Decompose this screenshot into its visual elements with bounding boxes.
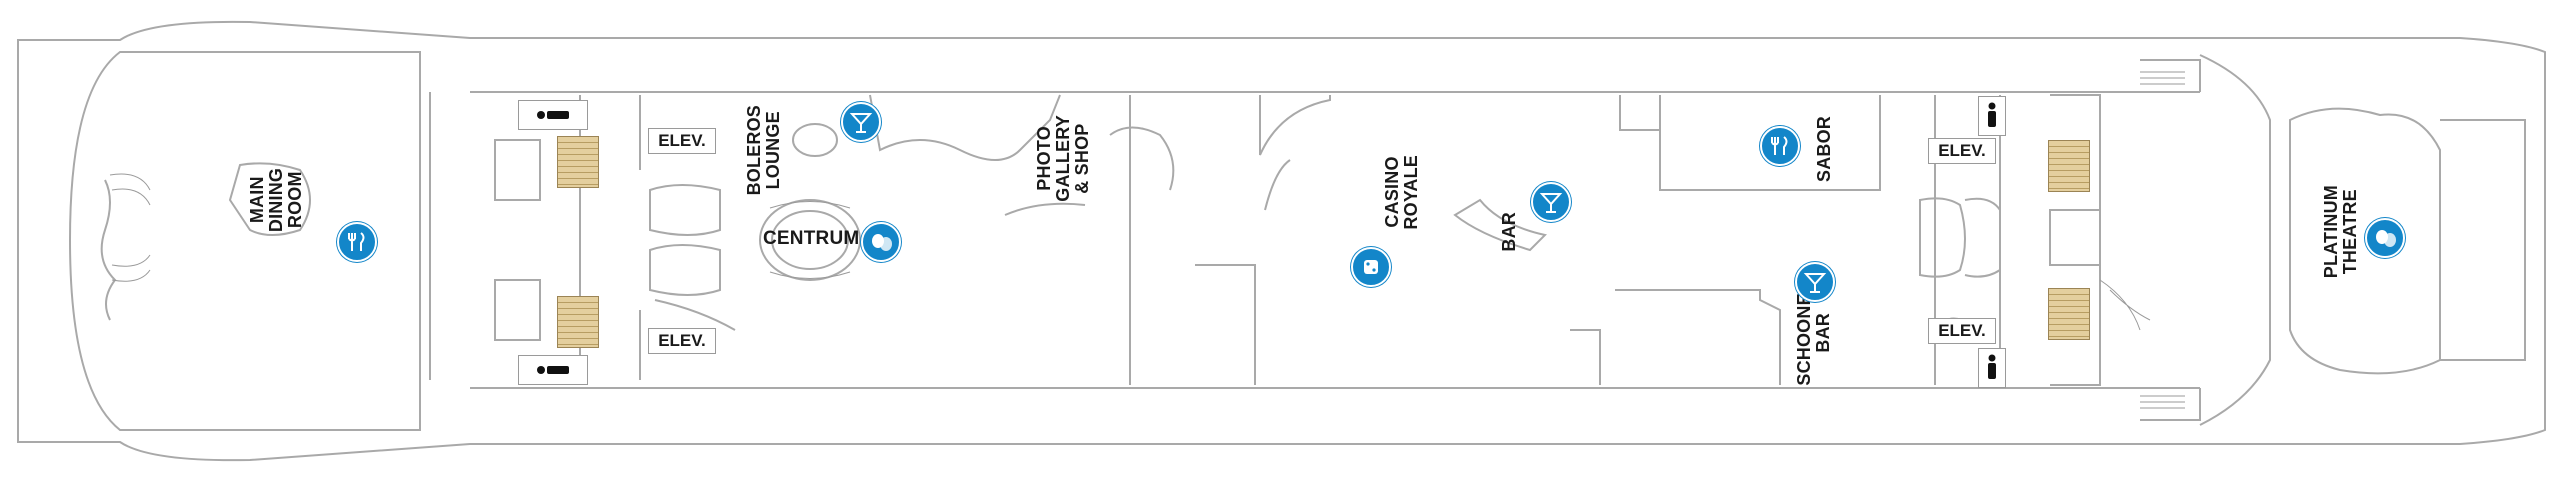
hull-outline: [17, 20, 2546, 462]
